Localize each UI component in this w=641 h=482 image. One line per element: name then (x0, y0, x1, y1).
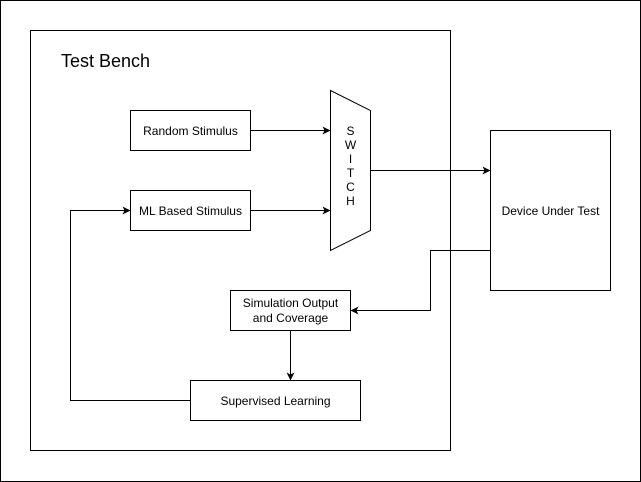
ml-stimulus-node: ML Based Stimulus (130, 190, 251, 231)
supervised-learning-label: Supervised Learning (220, 394, 330, 408)
switch-letter-t: T (347, 166, 355, 180)
switch-letter-i: I (349, 152, 352, 166)
dut-node: Device Under Test (490, 130, 611, 291)
sim-output-node: Simulation Output and Coverage (230, 290, 351, 331)
switch-letter-c: C (346, 180, 355, 194)
supervised-learning-node: Supervised Learning (190, 380, 361, 421)
dut-label: Device Under Test (502, 204, 600, 218)
switch-letter-w: W (345, 138, 357, 152)
switch-node: S W I T C H (330, 89, 371, 252)
ml-stimulus-label: ML Based Stimulus (139, 204, 242, 218)
test-bench-title: Test Bench (61, 51, 150, 71)
switch-letter-h: H (346, 194, 355, 208)
edge-supervised-to-ml (70, 206, 191, 401)
random-stimulus-label: Random Stimulus (143, 124, 238, 138)
sim-output-label-line1: Simulation Output (243, 296, 339, 310)
random-stimulus-node: Random Stimulus (130, 110, 251, 151)
edge-dut-to-sim-output (350, 250, 491, 315)
sim-output-label-line2: and Coverage (253, 311, 329, 325)
switch-letter-s: S (346, 124, 354, 138)
